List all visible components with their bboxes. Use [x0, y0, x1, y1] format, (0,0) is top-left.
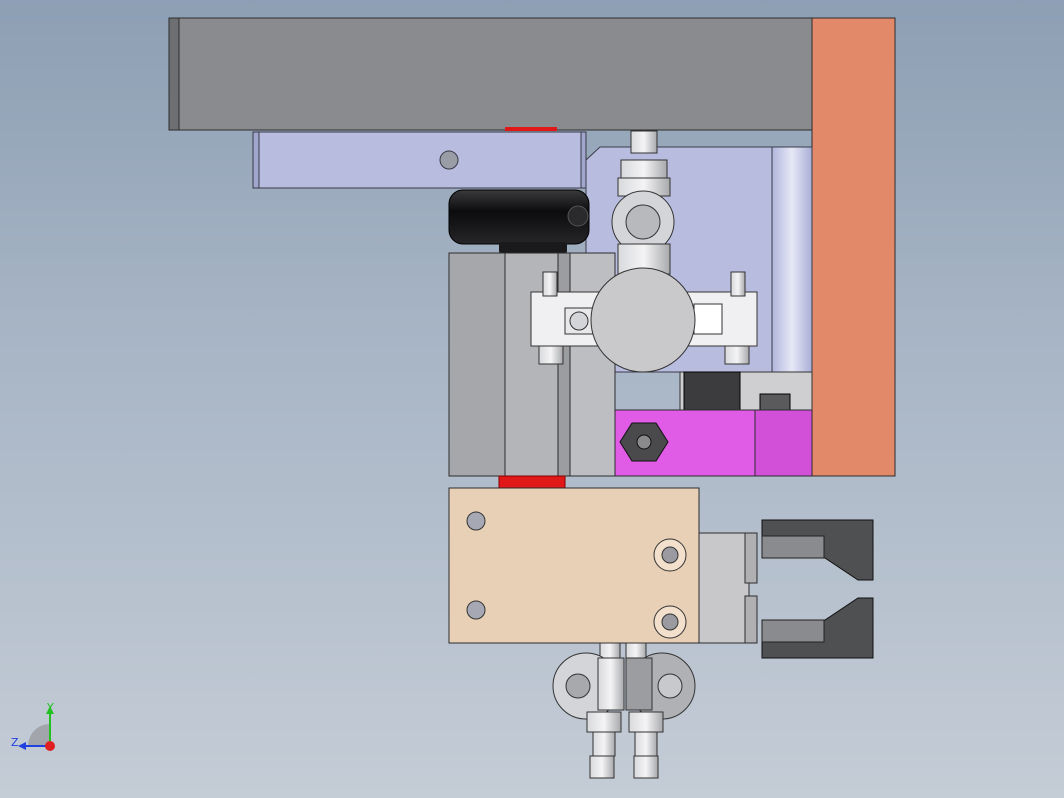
center-valve-assembly [530, 267, 758, 373]
x-axis-dot [45, 741, 55, 751]
black-knob [448, 189, 590, 254]
block-hole-icon [466, 511, 486, 531]
cylinder-block [448, 487, 700, 644]
top-mounting-plate [168, 17, 813, 131]
top-air-fitting [611, 130, 675, 275]
block-hole-icon [466, 600, 486, 620]
port-fitting-icon [661, 546, 679, 564]
port-fitting-icon [661, 613, 679, 631]
rail-screw-icon [439, 150, 459, 170]
magenta-block [614, 409, 813, 477]
seal-red-top [505, 127, 557, 131]
gripper-assembly [698, 519, 874, 659]
bottom-air-fittings [552, 642, 696, 779]
z-axis-label: Z [11, 736, 19, 749]
y-axis-label: Y [46, 701, 54, 714]
valve-bracket [679, 371, 813, 411]
cylinder-body [448, 252, 616, 477]
side-vertical-plate [811, 17, 896, 477]
seal-red-bottom [498, 475, 566, 489]
coordinate-triad: Y Z [11, 701, 55, 751]
slide-rail [252, 131, 587, 189]
